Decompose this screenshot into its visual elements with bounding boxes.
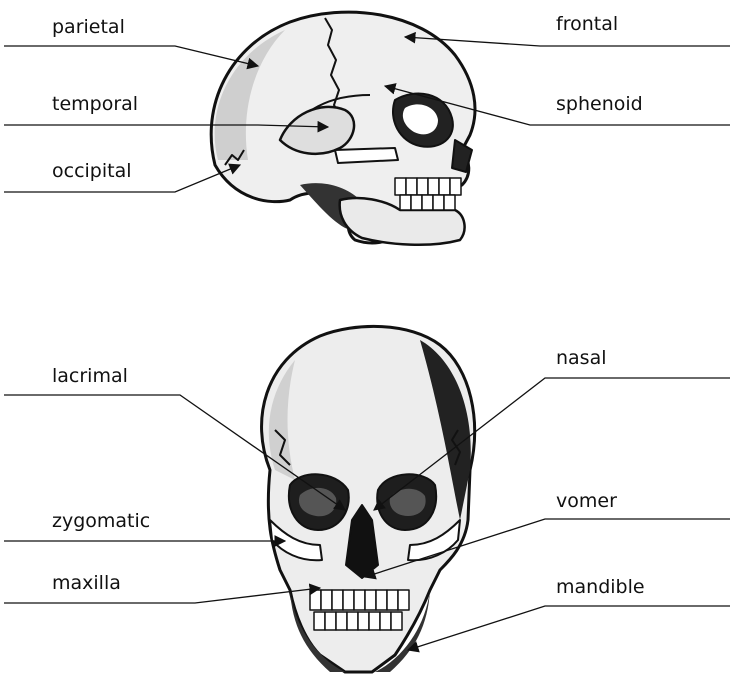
- label-nasal: nasal: [556, 349, 607, 368]
- label-occipital: occipital: [52, 162, 132, 181]
- label-vomer: vomer: [556, 492, 617, 511]
- label-mandible: mandible: [556, 578, 645, 597]
- label-maxilla: maxilla: [52, 574, 121, 593]
- label-parietal: parietal: [52, 18, 125, 37]
- front-skull-illustration: [262, 326, 475, 672]
- parietal-leader-line: [4, 46, 258, 66]
- mandible-leader-line: [408, 606, 730, 650]
- label-temporal: temporal: [52, 95, 138, 114]
- side-skull-illustration: [211, 12, 475, 245]
- label-zygomatic: zygomatic: [52, 512, 150, 531]
- label-frontal: frontal: [556, 15, 618, 34]
- frontal-leader-line: [405, 37, 730, 46]
- label-lacrimal: lacrimal: [52, 367, 128, 386]
- label-sphenoid: sphenoid: [556, 95, 643, 114]
